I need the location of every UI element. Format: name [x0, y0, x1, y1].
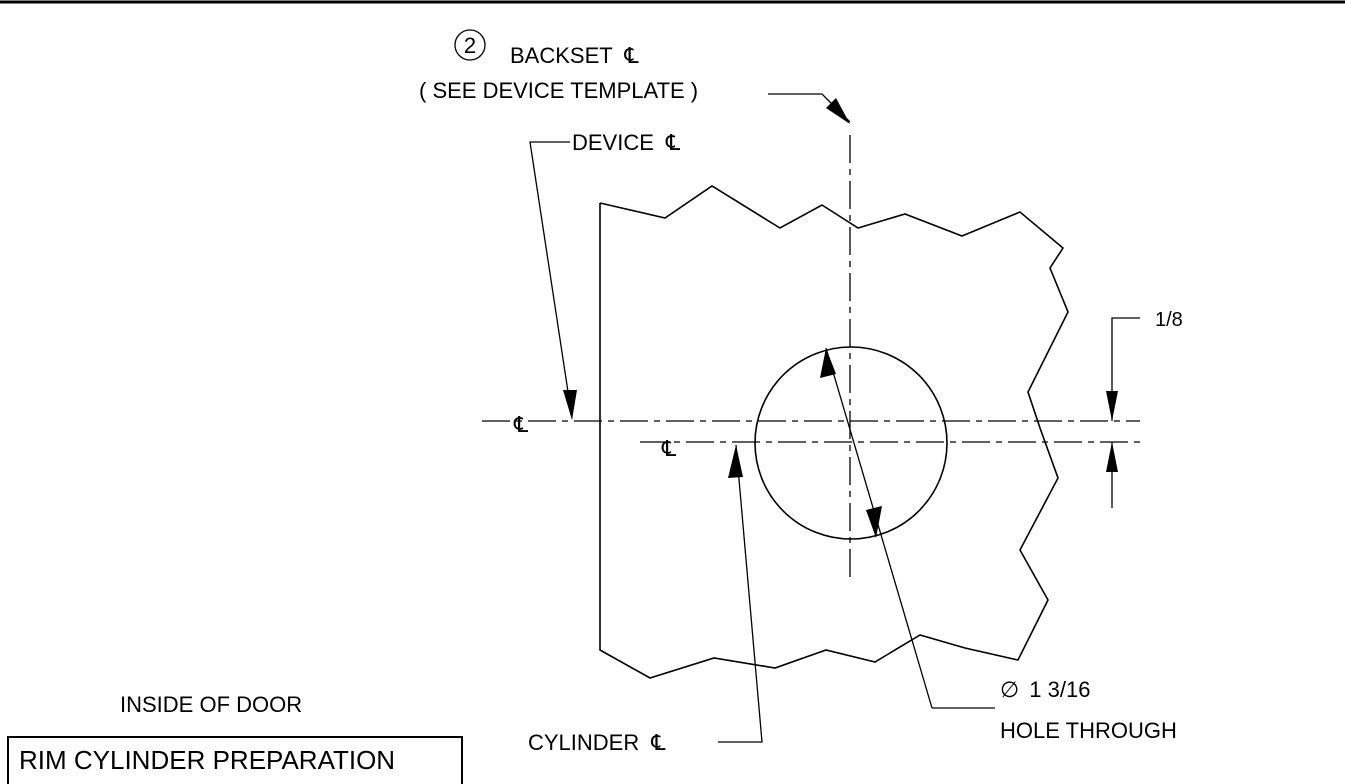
door-outline — [599, 185, 1069, 679]
hole-through-label: HOLE THROUGH — [1000, 718, 1177, 743]
diameter-arrow-top — [820, 348, 836, 378]
drawing-title: RIM CYLINDER PREPARATION — [7, 736, 463, 784]
backset-label: BACKSET ℄ — [510, 43, 639, 69]
see-template-label: ( SEE DEVICE TEMPLATE ) — [419, 78, 698, 103]
dim-arrow-top — [1106, 391, 1118, 421]
device-cl-leader — [529, 141, 573, 419]
diameter-symbol: ∅ — [1000, 678, 1019, 703]
callout-circle — [454, 29, 486, 61]
dim-arrow-bottom — [1106, 442, 1118, 472]
dim-leader-1-8 — [1111, 317, 1140, 421]
cylinder-cl-marker: ℄ — [661, 436, 677, 461]
cylinder-text: CYLINDER — [528, 730, 639, 755]
backset-arrow — [826, 98, 850, 124]
cylinder-cl-leader — [718, 444, 763, 743]
backset-cl-symbol: ℄ — [623, 44, 639, 69]
device-cl-symbol: ℄ — [665, 131, 681, 156]
cylinder-cl-label: CYLINDER ℄ — [528, 730, 666, 756]
dimension-label: 1/8 — [1155, 309, 1183, 331]
diameter-value: 1 3/16 — [1029, 677, 1090, 702]
callout-number: 2 — [464, 33, 476, 58]
device-cl-label: DEVICE ℄ — [572, 130, 681, 156]
cylinder-cl-arrow — [728, 445, 743, 478]
hole-diameter-label: ∅ 1 3/16 — [1000, 677, 1090, 703]
device-cl-marker: ℄ — [513, 412, 529, 437]
device-text: DEVICE — [572, 130, 654, 155]
diameter-arrow-bottom — [866, 506, 882, 538]
inside-of-door-label: INSIDE OF DOOR — [120, 692, 302, 717]
diameter-line — [825, 347, 933, 709]
device-cl-arrow — [563, 390, 577, 420]
backset-text: BACKSET — [510, 43, 612, 68]
cylinder-hole — [754, 346, 948, 540]
cylinder-cl-symbol: ℄ — [650, 731, 666, 756]
